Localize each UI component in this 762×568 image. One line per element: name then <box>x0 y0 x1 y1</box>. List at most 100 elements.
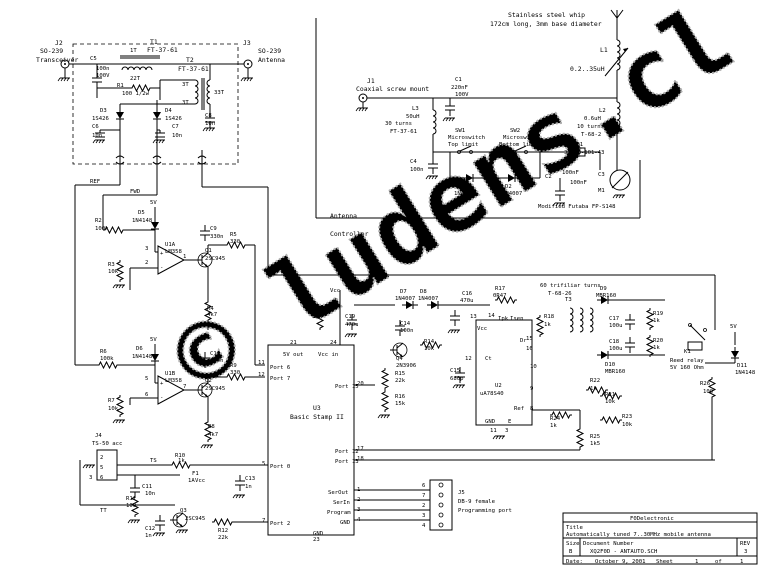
svg-text:T2: T2 <box>186 56 194 64</box>
svg-text:6: 6 <box>100 475 103 481</box>
svg-text:10n: 10n <box>145 491 155 497</box>
svg-text:M1: M1 <box>598 188 605 194</box>
svg-text:R19: R19 <box>653 311 663 317</box>
svg-text:J4: J4 <box>95 433 102 439</box>
svg-text:3: 3 <box>89 475 92 481</box>
svg-text:9: 9 <box>530 386 533 392</box>
svg-text:23: 23 <box>313 537 320 543</box>
svg-text:C17: C17 <box>609 316 619 322</box>
svg-text:7: 7 <box>422 493 425 499</box>
svg-text:1: 1 <box>183 254 186 260</box>
svg-text:C12: C12 <box>145 526 155 532</box>
motor-m1: M1 Modified Futaba FP-S148 <box>538 150 631 210</box>
svg-text:5: 5 <box>262 461 265 467</box>
svg-text:2SC945: 2SC945 <box>205 256 225 262</box>
svg-text:1k5: 1k5 <box>590 441 600 447</box>
svg-text:GND: GND <box>313 531 324 537</box>
svg-text:10: 10 <box>530 364 537 370</box>
svg-text:L1: L1 <box>600 46 608 54</box>
svg-text:1N4148: 1N4148 <box>132 218 153 224</box>
svg-text:15k: 15k <box>395 401 406 407</box>
svg-text:18: 18 <box>357 456 364 462</box>
svg-text:100nF: 100nF <box>562 170 579 176</box>
svg-text:D3: D3 <box>100 108 107 114</box>
capacitor-c7: C7 10n <box>152 124 182 144</box>
svg-text:J1: J1 <box>367 77 375 85</box>
svg-text:Bottom limit: Bottom limit <box>499 142 539 148</box>
svg-text:Q4: Q4 <box>396 356 403 362</box>
svg-text:C14: C14 <box>400 321 411 327</box>
svg-text:60 trifiliar turns: 60 trifiliar turns <box>540 283 601 289</box>
svg-text:REV: REV <box>740 541 751 547</box>
svg-text:10k: 10k <box>622 422 633 428</box>
inductor-l2: L2 0.6uH 10 turns T-68-2 <box>577 101 621 150</box>
svg-text:11: 11 <box>490 428 497 434</box>
svg-text:4k7: 4k7 <box>207 312 217 318</box>
svg-text:R14: R14 <box>424 339 435 345</box>
svg-text:100u: 100u <box>609 323 622 329</box>
svg-text:1k: 1k <box>653 318 660 324</box>
svg-text:3x FB-101-43: 3x FB-101-43 <box>564 150 604 156</box>
svg-text:of: of <box>715 559 722 565</box>
svg-text:Controller: Controller <box>330 230 369 238</box>
svg-text:Sheet: Sheet <box>656 559 673 565</box>
svg-text:1k: 1k <box>544 322 551 328</box>
svg-text:10n: 10n <box>92 133 102 139</box>
svg-text:1: 1 <box>695 559 698 565</box>
svg-text:5: 5 <box>145 376 148 382</box>
svg-text:17: 17 <box>357 446 364 452</box>
svg-text:Coaxial screw mount: Coaxial screw mount <box>356 85 429 93</box>
svg-text:1n: 1n <box>245 484 252 490</box>
svg-text:Vcc: Vcc <box>330 288 340 294</box>
capacitor-c4: C4 100n <box>410 152 439 180</box>
svg-text:U1B: U1B <box>165 371 176 377</box>
svg-text:LM358: LM358 <box>165 378 182 384</box>
svg-text:5V out: 5V out <box>283 352 303 358</box>
connector-j2: J2 SO-239 Transceiver <box>36 39 97 82</box>
svg-text:R18: R18 <box>544 314 555 320</box>
svg-text:R17: R17 <box>495 286 505 292</box>
svg-text:R15: R15 <box>395 371 405 377</box>
svg-text:R2: R2 <box>95 218 102 224</box>
svg-text:4: 4 <box>422 523 426 529</box>
svg-text:Vcc: Vcc <box>477 326 487 332</box>
svg-text:13: 13 <box>470 314 477 320</box>
svg-text:C4: C4 <box>410 159 417 165</box>
svg-text:7: 7 <box>183 384 186 390</box>
svg-text:DB-9 female: DB-9 female <box>458 499 496 505</box>
svg-text:SW1: SW1 <box>455 128 465 134</box>
svg-text:470u: 470u <box>460 298 473 304</box>
svg-text:30 turns: 30 turns <box>385 121 412 127</box>
svg-text:R25: R25 <box>590 434 600 440</box>
svg-text:3: 3 <box>422 513 425 519</box>
svg-text:FT-37-61: FT-37-61 <box>390 129 417 135</box>
svg-text:3: 3 <box>505 428 508 434</box>
svg-text:220nF: 220nF <box>451 85 468 91</box>
svg-text:C9: C9 <box>210 226 217 232</box>
svg-text:U3: U3 <box>313 404 321 412</box>
svg-text:L3: L3 <box>412 106 419 112</box>
svg-text:Microswitch: Microswitch <box>503 135 540 141</box>
svg-text:1N4148: 1N4148 <box>132 354 153 360</box>
svg-text:1k: 1k <box>178 458 185 464</box>
diode-d3: D3 1S426 <box>92 104 125 165</box>
svg-text:2N3906: 2N3906 <box>396 363 416 369</box>
svg-text:1: 1 <box>740 559 743 565</box>
svg-text:16: 16 <box>526 346 533 352</box>
svg-text:100u: 100u <box>609 346 622 352</box>
programming-port-j5: 6 7 2 3 4 J5 DB-9 female Programming por… <box>422 479 512 531</box>
svg-text:10k: 10k <box>312 314 323 320</box>
svg-text:C18: C18 <box>609 339 620 345</box>
svg-text:1k: 1k <box>590 386 597 392</box>
svg-text:Top limit: Top limit <box>448 142 478 148</box>
svg-text:C7: C7 <box>172 124 179 130</box>
svg-text:1S426: 1S426 <box>92 116 109 122</box>
svg-text:XQ2F0D - ANTAUTO.SCH: XQ2F0D - ANTAUTO.SCH <box>590 549 657 555</box>
svg-text:J5: J5 <box>458 490 465 496</box>
svg-text:Antenna: Antenna <box>258 56 285 64</box>
title-block: F0Delectronic Title Automatically tuned … <box>562 512 758 565</box>
svg-text:Vcc in: Vcc in <box>318 352 338 358</box>
svg-text:R12: R12 <box>218 528 228 534</box>
svg-text:E: E <box>508 419 512 425</box>
svg-text:100n: 100n <box>96 66 109 72</box>
